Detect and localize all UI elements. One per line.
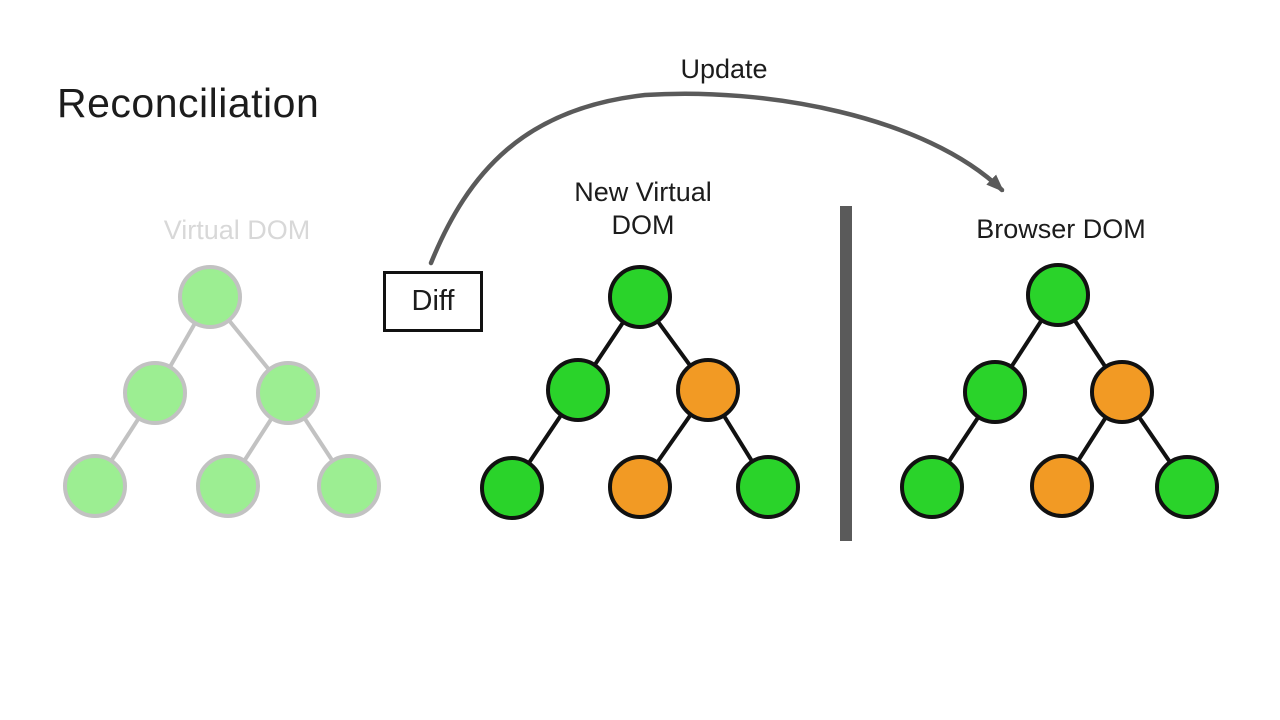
tree-node-leaf-2 xyxy=(608,455,672,519)
tree-node-root xyxy=(608,265,672,329)
diff-label: Diff xyxy=(411,285,455,317)
tree-node-right xyxy=(676,358,740,422)
tree-virtual-dom xyxy=(63,265,381,518)
trees-layer xyxy=(63,263,1219,520)
tree-node-left xyxy=(963,360,1027,424)
tree-node-leaf-3 xyxy=(736,455,800,519)
tree-node-leaf-1 xyxy=(480,456,544,520)
tree-node-leaf-2 xyxy=(1030,454,1094,518)
tree-title-new-virtual-dom: New Virtual DOM xyxy=(574,177,712,240)
tree-title-browser-dom: Browser DOM xyxy=(976,214,1146,244)
tree-node-leaf-2 xyxy=(196,454,260,518)
tree-title-virtual-dom: Virtual DOM xyxy=(163,215,311,245)
tree-node-right xyxy=(1090,360,1154,424)
tree-node-right xyxy=(256,361,320,425)
tree-node-root xyxy=(178,265,242,329)
tree-node-leaf-1 xyxy=(900,455,964,519)
slide-title: Reconciliation xyxy=(57,80,320,126)
tree-browser-dom xyxy=(900,263,1219,519)
tree-node-root xyxy=(1026,263,1090,327)
tree-node-leaf-1 xyxy=(63,454,127,518)
diff-box: Diff xyxy=(383,271,483,332)
update-arrow xyxy=(428,91,1005,266)
tree-node-leaf-3 xyxy=(317,454,381,518)
divider-bar xyxy=(840,206,852,541)
tree-node-leaf-3 xyxy=(1155,455,1219,519)
update-arrow-label: Update xyxy=(680,54,768,84)
tree-node-left xyxy=(546,358,610,422)
tree-new-virtual-dom xyxy=(480,265,800,520)
tree-node-left xyxy=(123,361,187,425)
